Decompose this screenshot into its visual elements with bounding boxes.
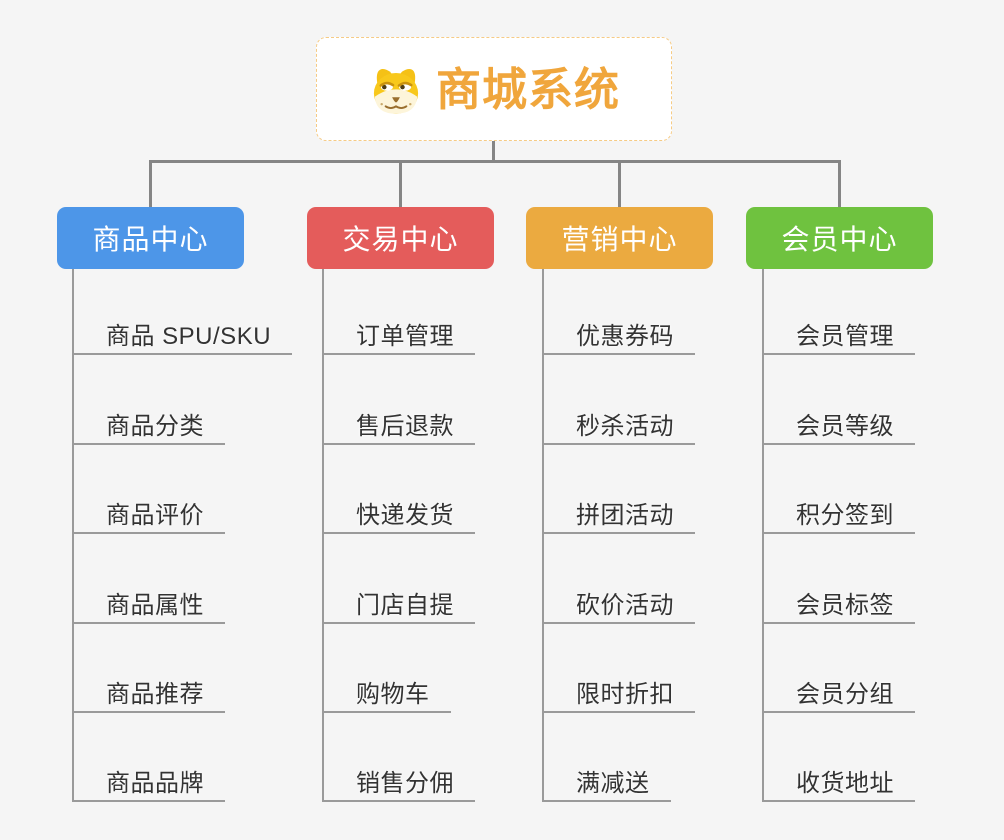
leaf-node[interactable]: 门店自提	[322, 590, 475, 624]
connector-drop-member	[838, 160, 841, 208]
leaf-node[interactable]: 拼团活动	[542, 500, 695, 534]
doge-icon	[373, 69, 419, 114]
branch-marketing-center[interactable]: 营销中心	[526, 207, 713, 269]
connector-spine-member	[762, 269, 764, 802]
connector-horizontal-bus	[149, 160, 841, 163]
connector-spine-product	[72, 269, 74, 802]
leaf-node[interactable]: 商品品牌	[72, 768, 225, 802]
branch-label: 商品中心	[92, 224, 209, 255]
leaf-node[interactable]: 订单管理	[322, 321, 475, 355]
connector-drop-marketing	[618, 160, 621, 208]
branch-member-center[interactable]: 会员中心	[746, 207, 933, 269]
branch-trade-center[interactable]: 交易中心	[307, 207, 494, 269]
leaf-node[interactable]: 积分签到	[762, 500, 915, 534]
leaf-node[interactable]: 限时折扣	[542, 679, 695, 713]
root-node[interactable]: 商城系统	[316, 37, 672, 141]
leaf-node[interactable]: 快递发货	[322, 500, 475, 534]
leaf-node[interactable]: 满减送	[542, 768, 671, 802]
leaf-node[interactable]: 商品分类	[72, 411, 225, 445]
leaf-node[interactable]: 商品评价	[72, 500, 225, 534]
root-title: 商城系统	[435, 63, 620, 115]
leaf-node[interactable]: 会员管理	[762, 321, 915, 355]
connector-spine-marketing	[542, 269, 544, 802]
leaf-node[interactable]: 会员标签	[762, 590, 915, 624]
leaf-node[interactable]: 商品属性	[72, 590, 225, 624]
connector-drop-product	[149, 160, 152, 208]
leaf-node[interactable]: 秒杀活动	[542, 411, 695, 445]
leaf-node[interactable]: 售后退款	[322, 411, 475, 445]
leaf-node[interactable]: 销售分佣	[322, 768, 475, 802]
connector-spine-trade	[322, 269, 324, 802]
branch-product-center[interactable]: 商品中心	[57, 207, 244, 269]
connector-drop-trade	[399, 160, 402, 208]
leaf-node[interactable]: 优惠券码	[542, 321, 695, 355]
connector-root-drop	[492, 140, 495, 163]
leaf-node[interactable]: 会员等级	[762, 411, 915, 445]
leaf-node[interactable]: 购物车	[322, 679, 451, 713]
branch-label: 交易中心	[342, 224, 459, 255]
leaf-node[interactable]: 收货地址	[762, 768, 915, 802]
leaf-node[interactable]: 砍价活动	[542, 590, 695, 624]
branch-label: 会员中心	[781, 224, 898, 255]
leaf-node[interactable]: 会员分组	[762, 679, 915, 713]
leaf-node[interactable]: 商品 SPU/SKU	[72, 321, 293, 355]
branch-label: 营销中心	[561, 224, 678, 255]
leaf-node[interactable]: 商品推荐	[72, 679, 225, 713]
